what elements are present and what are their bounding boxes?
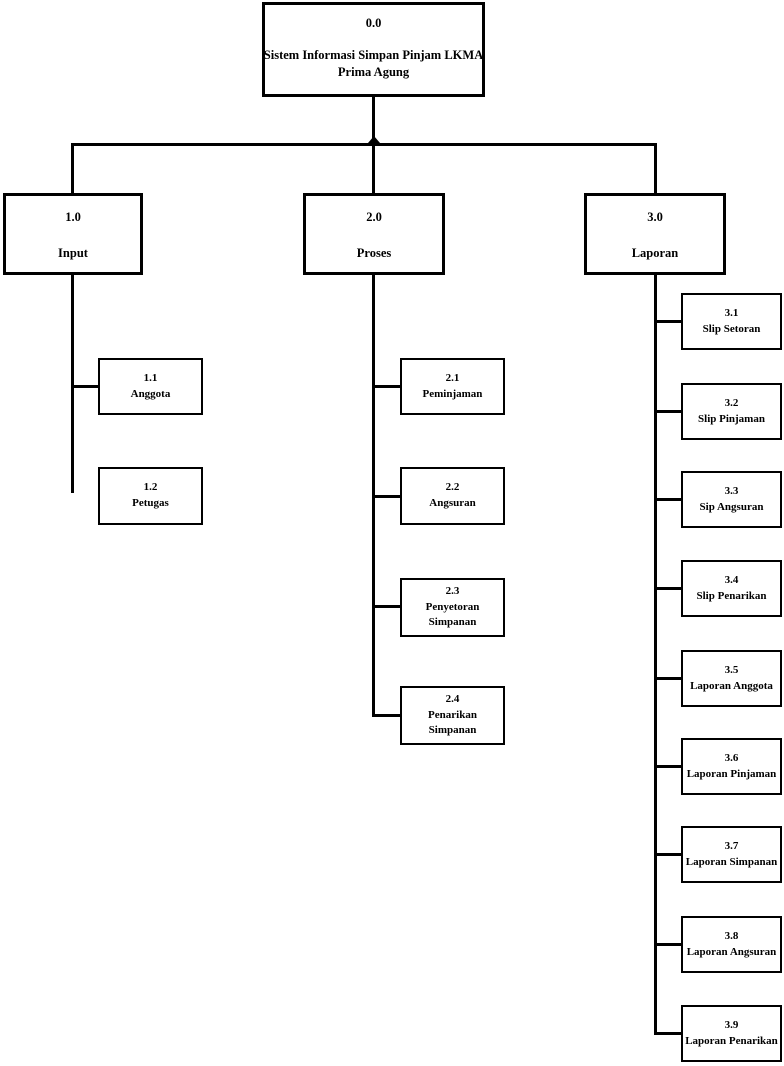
node-3-7: 3.7 Laporan Simpanan: [681, 826, 782, 883]
node-label: Sip Angsuran: [699, 500, 764, 513]
node-code: 3.3: [724, 484, 739, 497]
node-code: 3.1: [724, 306, 739, 319]
connector-root-stem: [372, 97, 375, 145]
node-code: 3.2: [724, 396, 739, 409]
node-label: Laporan Anggota: [690, 679, 773, 692]
node-code: 0.0: [365, 16, 382, 30]
node-label: Laporan Pinjaman: [686, 767, 777, 780]
node-3-3: 3.3 Sip Angsuran: [681, 471, 782, 528]
connector-drop-input: [71, 143, 74, 193]
node-3-2: 3.2 Slip Pinjaman: [681, 383, 782, 440]
connector-drop-proses: [372, 143, 375, 193]
node-label: Angsuran: [429, 497, 476, 509]
node-3-6: 3.6 Laporan Pinjaman: [681, 738, 782, 795]
connector-stub-3-7: [654, 853, 681, 856]
node-3-4: 3.4 Slip Penarikan: [681, 560, 782, 617]
node-label: Laporan Penarikan: [685, 1034, 778, 1047]
node-code: 3.5: [724, 663, 739, 676]
node-code: 3.8: [724, 929, 739, 942]
node-1-1: 1.1 Anggota: [98, 358, 203, 415]
connector-drop-laporan: [654, 143, 657, 193]
connector-stub-3-8: [654, 943, 681, 946]
connector-stub-1-1: [71, 385, 98, 388]
node-code: 3.0: [647, 210, 663, 224]
node-label: Penyetoran: [425, 601, 480, 613]
connector-top-rail: [71, 143, 657, 146]
node-code: 2.1: [445, 371, 460, 384]
node-code: 3.7: [724, 839, 739, 852]
node-label: Simpanan: [428, 616, 477, 628]
node-3-0: 3.0 Laporan: [584, 193, 726, 275]
node-code: 3.4: [724, 573, 739, 586]
node-label: Input: [58, 246, 88, 260]
node-code: 2.4: [445, 693, 460, 705]
node-2-0: 2.0 Proses: [303, 193, 445, 275]
node-2-4: 2.4 Penarikan Simpanan: [400, 686, 505, 745]
node-2-1: 2.1 Peminjaman: [400, 358, 505, 415]
node-2-3: 2.3 Penyetoran Simpanan: [400, 578, 505, 637]
node-code: 2.3: [445, 585, 460, 597]
node-3-1: 3.1 Slip Setoran: [681, 293, 782, 350]
node-label: Slip Penarikan: [696, 589, 767, 602]
connector-stub-3-9: [654, 1032, 681, 1035]
node-label: Petugas: [132, 497, 169, 509]
node-code: 1.2: [143, 481, 158, 493]
node-label: Slip Setoran: [702, 322, 761, 335]
node-3-8: 3.8 Laporan Angsuran: [681, 916, 782, 973]
connector-stub-2-4: [372, 714, 400, 717]
node-label: Sistem Informasi Simpan Pinjam LKMA: [263, 48, 484, 62]
node-0-0: 0.0 Sistem Informasi Simpan Pinjam LKMA …: [262, 2, 485, 97]
node-label: Prima Agung: [337, 65, 410, 79]
connector-stub-3-4: [654, 587, 681, 590]
node-label: Laporan: [631, 246, 679, 260]
node-code: 1.1: [143, 371, 158, 384]
node-code: 2.0: [366, 210, 382, 224]
connector-branch-laporan: [654, 275, 657, 1035]
arrowhead-up-icon: [368, 136, 380, 143]
connector-stub-3-3: [654, 498, 681, 501]
node-2-2: 2.2 Angsuran: [400, 467, 505, 525]
node-label: Peminjaman: [422, 387, 483, 400]
node-label: Simpanan: [428, 724, 477, 736]
connector-stub-3-5: [654, 677, 681, 680]
connector-branch-input: [71, 275, 74, 493]
node-label: Anggota: [130, 387, 171, 400]
node-3-5: 3.5 Laporan Anggota: [681, 650, 782, 707]
node-label: Laporan Simpanan: [685, 855, 778, 868]
node-1-2: 1.2 Petugas: [98, 467, 203, 525]
node-label: Laporan Angsuran: [686, 945, 777, 958]
node-code: 3.6: [724, 751, 739, 764]
connector-stub-2-1: [372, 385, 400, 388]
connector-stub-3-1: [654, 320, 681, 323]
connector-stub-2-3: [372, 605, 400, 608]
node-3-9: 3.9 Laporan Penarikan: [681, 1005, 782, 1062]
connector-stub-3-6: [654, 765, 681, 768]
node-code: 3.9: [724, 1018, 739, 1031]
connector-stub-2-2: [372, 495, 400, 498]
node-1-0: 1.0 Input: [3, 193, 143, 275]
node-code: 2.2: [445, 481, 460, 493]
node-label: Proses: [356, 246, 392, 260]
connector-stub-3-2: [654, 410, 681, 413]
node-code: 1.0: [65, 210, 81, 224]
node-label: Slip Pinjaman: [698, 412, 765, 425]
node-label: Penarikan: [428, 709, 477, 721]
